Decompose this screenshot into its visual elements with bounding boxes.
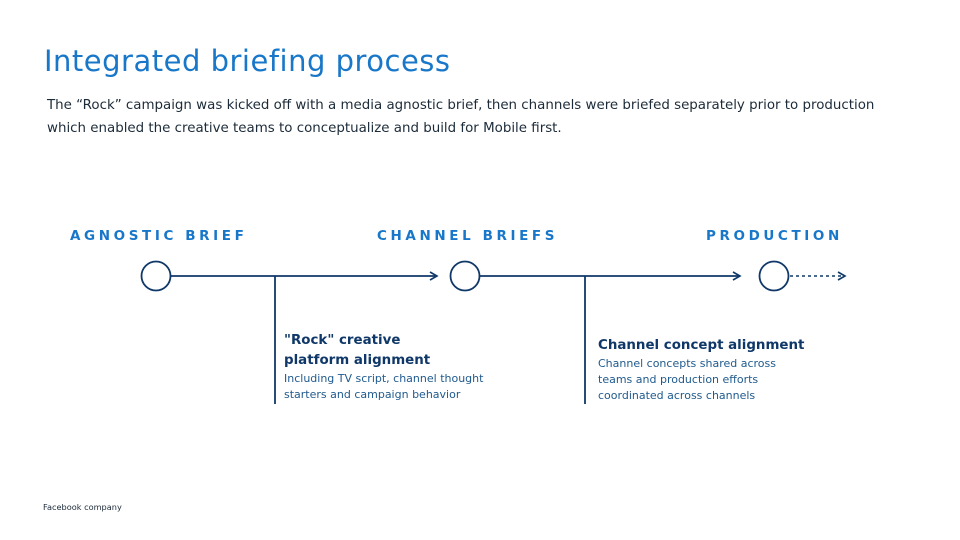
note-text-line: Including TV script, channel thought [284,372,484,385]
stage-label-production: PRODUCTION [706,228,843,244]
page-title: Integrated briefing process [44,44,451,78]
stage-node-channel-briefs [449,260,481,292]
note-title-line: platform alignment [284,353,431,368]
stage-node-production [758,260,790,292]
note-channel-concept-alignment: Channel concept alignment Channel concep… [598,336,838,404]
note-text-line: coordinated across channels [598,389,756,402]
stage-label-channel-briefs: CHANNEL BRIEFS [377,228,559,244]
stage-label-agnostic-brief: AGNOSTIC BRIEF [70,228,248,244]
note-title-line: "Rock" creative [284,333,401,348]
note-creative-platform-alignment: "Rock" creative platform alignment Inclu… [284,331,524,403]
note-text-line: Channel concepts shared across [598,357,776,370]
page-subtitle: The “Rock” campaign was kicked off with … [47,98,875,136]
note-title-line: Channel concept alignment [598,338,805,353]
note-text-line: starters and campaign behavior [284,388,461,401]
footer-brand: Facebook company [43,502,122,512]
stage-node-agnostic-brief [140,260,172,292]
note-text-line: teams and production efforts [598,373,759,386]
